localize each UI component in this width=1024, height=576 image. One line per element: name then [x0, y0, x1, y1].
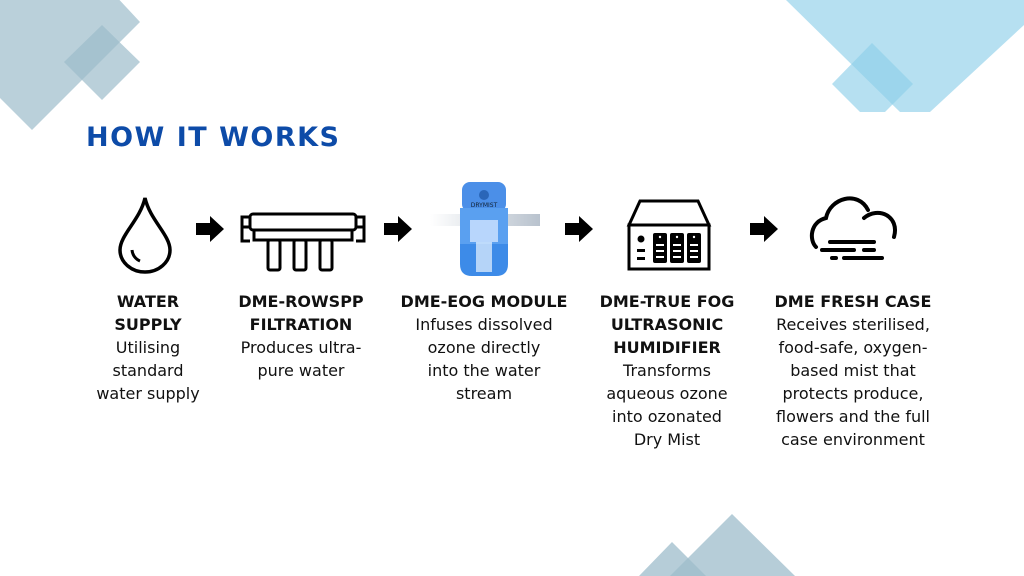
water-drop-icon	[118, 197, 172, 274]
svg-text:DRYMIST: DRYMIST	[471, 202, 498, 209]
arrow-right-icon	[196, 216, 224, 242]
top-left-diamonds	[0, 0, 140, 130]
step-description: Produces ultra-pure water	[240, 338, 362, 380]
arrow-right-icon	[565, 216, 593, 242]
step-heading: DME FRESH CASE	[774, 292, 932, 311]
ozone-module-image: DRYMIST	[430, 182, 540, 276]
step-humidifier: DME-TRUE FOG ULTRASONIC HUMIDIFIER Trans…	[587, 290, 747, 451]
top-right-diamonds	[786, 0, 1024, 112]
step-description: Receives sterilised, food-safe, oxygen-b…	[776, 315, 930, 449]
step-filtration: DME-ROWSPP FILTRATION Produces ultra-pur…	[226, 290, 376, 382]
step-description: Utilising standard water supply	[96, 338, 200, 403]
page-title: HOW IT WORKS	[86, 122, 341, 153]
step-heading: DME-EOG MODULE	[400, 292, 568, 311]
step-description: Infuses dissolved ozone directly into th…	[415, 315, 553, 403]
humidifier-icon	[626, 199, 712, 271]
filtration-unit-icon	[240, 212, 366, 272]
arrow-right-icon	[750, 216, 778, 242]
step-heading: DME-ROWSPP FILTRATION	[238, 292, 364, 334]
step-description: Transforms aqueous ozone into ozonated D…	[606, 361, 728, 449]
arrow-right-icon	[384, 216, 412, 242]
step-heading: DME-TRUE FOG ULTRASONIC HUMIDIFIER	[599, 292, 735, 357]
step-heading: WATER SUPPLY	[114, 292, 182, 334]
step-eog-module: DME-EOG MODULE Infuses dissolved ozone d…	[394, 290, 574, 405]
step-water-supply: WATER SUPPLY Utilising standard water su…	[88, 290, 208, 405]
bottom-triangles	[639, 514, 795, 576]
fog-cloud-icon	[809, 196, 897, 260]
step-fresh-case: DME FRESH CASE Receives sterilised, food…	[763, 290, 943, 451]
